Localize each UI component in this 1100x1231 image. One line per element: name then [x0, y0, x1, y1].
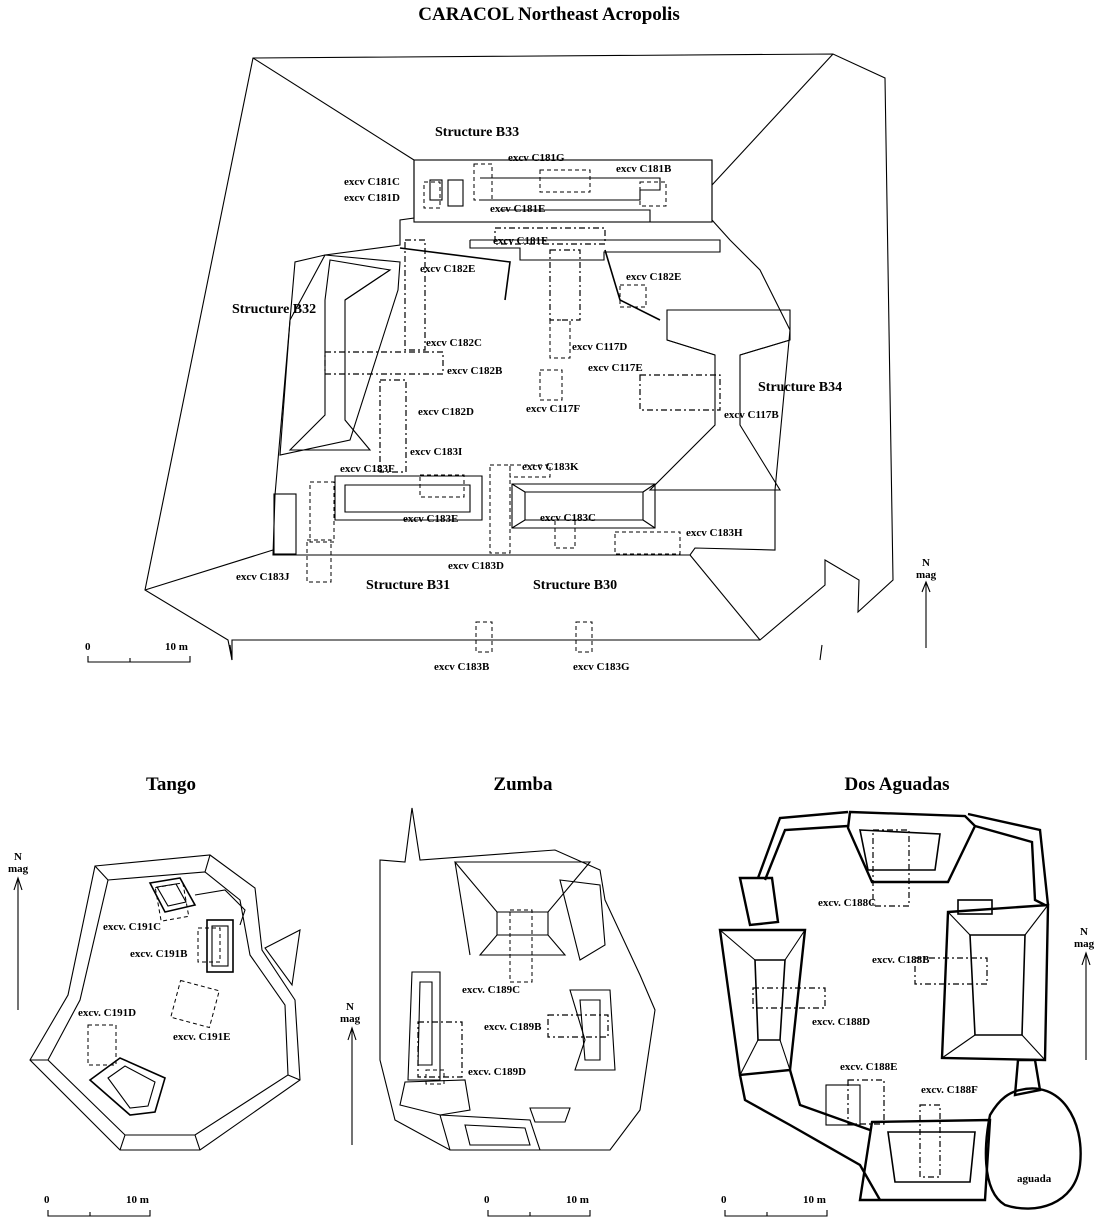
- label-c117f: excv C117F: [526, 403, 580, 415]
- svg-text:N: N: [14, 851, 22, 863]
- zumba-north-arrow-icon: N mag: [340, 1001, 361, 1145]
- label-c183i: excv C183I: [410, 446, 462, 458]
- label-c181d: excv C181D: [344, 192, 400, 204]
- tango-north-arrow-icon: N mag: [8, 851, 29, 1010]
- label-c182c: excv C182C: [426, 337, 482, 349]
- label-c181f: excv C181F: [493, 235, 548, 247]
- svg-text:0: 0: [44, 1194, 50, 1206]
- label-structure-b33: Structure B33: [435, 125, 519, 140]
- label-c189c: excv. C189C: [462, 984, 520, 996]
- label-c181e: excv C181E: [490, 203, 545, 215]
- label-c183f: excv C183F: [340, 463, 395, 475]
- label-c183d: excv C183D: [448, 560, 504, 572]
- label-c189d: excv. C189D: [468, 1066, 526, 1078]
- label-c182e-east: excv C182E: [626, 271, 681, 283]
- structure-b31: [334, 475, 483, 521]
- label-aguada: aguada: [1017, 1173, 1052, 1185]
- label-structure-b32: Structure B32: [232, 302, 316, 317]
- label-c183h: excv C183H: [686, 527, 743, 539]
- dos-aguadas-plan: [718, 810, 1082, 1210]
- svg-text:10 m: 10 m: [566, 1194, 589, 1206]
- tango-title: Tango: [146, 774, 196, 795]
- svg-text:mag: mag: [1074, 938, 1095, 950]
- label-c188d: excv. C188D: [812, 1016, 870, 1028]
- label-c183e: excv C183E: [403, 513, 458, 525]
- label-c188c: excv. C188C: [818, 897, 876, 909]
- label-c183j: excv C183J: [236, 571, 290, 583]
- svg-text:10 m: 10 m: [126, 1194, 149, 1206]
- svg-text:N: N: [346, 1001, 354, 1013]
- label-c117d: excv C117D: [572, 341, 627, 353]
- caracol-plan: [144, 53, 894, 661]
- svg-text:N: N: [1080, 926, 1088, 938]
- label-c183c: excv C183C: [540, 512, 596, 524]
- svg-text:mag: mag: [8, 863, 29, 875]
- caracol-plaza: [272, 159, 791, 556]
- label-c188b: excv. C188B: [872, 954, 930, 966]
- caracol-north-arrow-icon: N mag: [916, 557, 937, 648]
- label-c191c: excv. C191C: [103, 921, 161, 933]
- label-c188e: excv. C188E: [840, 1061, 897, 1073]
- label-c181b: excv C181B: [616, 163, 672, 175]
- structure-b34: [648, 309, 791, 491]
- label-structure-b31: Structure B31: [366, 578, 450, 593]
- svg-text:0: 0: [721, 1194, 727, 1206]
- label-c117e: excv C117E: [588, 362, 643, 374]
- svg-text:0: 0: [85, 641, 91, 653]
- label-c191e: excv. C191E: [173, 1031, 230, 1043]
- tango-outer-platform: [29, 854, 301, 1151]
- caracol-scale-bar: 0 10 m: [85, 641, 191, 663]
- svg-text:mag: mag: [916, 569, 937, 581]
- label-c182b: excv C182B: [447, 365, 503, 377]
- label-c191b: excv. C191B: [130, 948, 188, 960]
- zumba-outer-platform: [379, 807, 656, 1151]
- label-c182e-west: excv C182E: [420, 263, 475, 275]
- label-c182d: excv C182D: [418, 406, 474, 418]
- structure-b32: [279, 254, 401, 456]
- label-c117b: excv C117B: [724, 409, 779, 421]
- label-c181c: excv C181C: [344, 176, 400, 188]
- zumba-title: Zumba: [493, 774, 553, 795]
- label-c191d: excv. C191D: [78, 1007, 136, 1019]
- svg-text:10 m: 10 m: [165, 641, 188, 653]
- dos-aguadas-north-arrow-icon: N mag: [1074, 926, 1095, 1060]
- zumba-scale-bar: 0 10 m: [484, 1194, 591, 1217]
- label-c181g: excv C181G: [508, 152, 565, 164]
- svg-text:N: N: [922, 557, 930, 569]
- tango-plan: [29, 854, 301, 1151]
- svg-text:mag: mag: [340, 1013, 361, 1025]
- aguada-pond: [984, 1087, 1082, 1210]
- dos-aguadas-scale-bar: 0 10 m: [721, 1194, 828, 1217]
- dos-aguadas-title: Dos Aguadas: [844, 774, 949, 795]
- label-c183b: excv C183B: [434, 661, 490, 673]
- label-structure-b30: Structure B30: [533, 578, 617, 593]
- label-c183g: excv C183G: [573, 661, 630, 673]
- zumba-plan: [379, 807, 656, 1151]
- svg-text:0: 0: [484, 1194, 490, 1206]
- caracol-outer-platform: [144, 53, 894, 661]
- label-c183k: excv C183K: [522, 461, 579, 473]
- tango-scale-bar: 0 10 m: [44, 1194, 151, 1217]
- label-c188f: excv. C188F: [921, 1084, 978, 1096]
- label-c189b: excv. C189B: [484, 1021, 542, 1033]
- svg-text:10 m: 10 m: [803, 1194, 826, 1206]
- label-structure-b34: Structure B34: [758, 380, 842, 395]
- caracol-title: CARACOL Northeast Acropolis: [418, 4, 679, 25]
